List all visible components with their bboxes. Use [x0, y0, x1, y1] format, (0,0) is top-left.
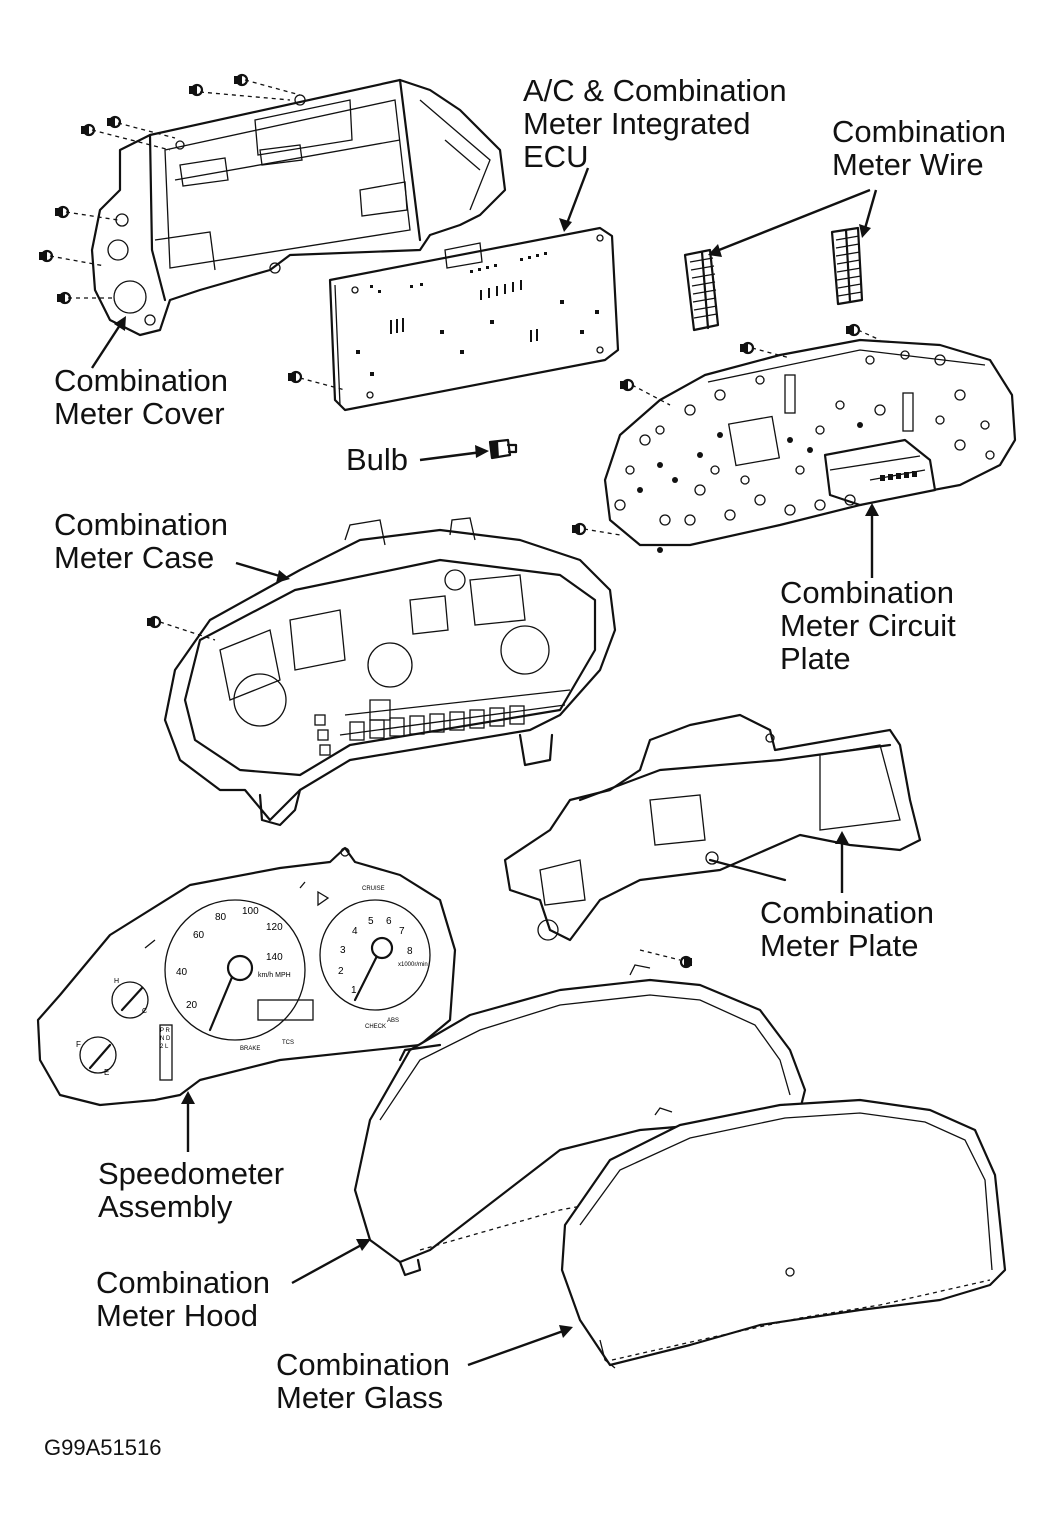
label-meter-case-line1: Combination	[54, 507, 229, 542]
label-meter-plate: Combination Meter Plate	[760, 896, 934, 962]
label-meter-glass-line1: Combination	[276, 1347, 451, 1382]
label-meter-hood-line2: Meter Hood	[96, 1298, 258, 1333]
speedometer-assembly	[36, 846, 457, 1107]
tacho-tick-2: 2	[338, 966, 344, 977]
brake-text: BRAKE	[240, 1046, 261, 1052]
tacho-tick-1: 1	[351, 985, 357, 996]
label-ac-ecu-line2: Meter Integrated	[523, 106, 751, 141]
bulb-part	[488, 438, 518, 460]
speedo-tick-100: 100	[242, 906, 259, 917]
combination-meter-wires	[683, 226, 864, 332]
label-meter-glass: Combination Meter Glass	[276, 1348, 450, 1414]
temp-cold-mark: C	[142, 1008, 148, 1015]
tacho-tick-5: 5	[368, 916, 374, 927]
label-speedometer-line2: Assembly	[98, 1189, 233, 1224]
label-bulb-text: Bulb	[346, 442, 409, 477]
combination-meter-plate	[503, 713, 922, 942]
label-circuit-plate: Combination Meter Circuit Plate	[780, 576, 956, 675]
gear-indicator-text: P R N D 2 L	[160, 1028, 171, 1050]
label-bulb: Bulb	[346, 443, 408, 476]
combination-meter-circuit-plate	[572, 323, 1017, 553]
label-meter-wire-line2: Meter Wire	[832, 147, 984, 182]
combination-meter-cover	[39, 73, 507, 337]
temp-hot-mark: H	[114, 978, 120, 985]
label-meter-plate-line2: Meter Plate	[760, 928, 919, 963]
fuel-full-mark: F	[76, 1040, 81, 1049]
speedo-dial	[164, 899, 314, 1041]
speedo-unit: km/h MPH	[258, 972, 291, 979]
abs-text: ABS	[387, 1018, 400, 1024]
speedo-tick-20: 20	[186, 1000, 198, 1011]
label-meter-hood-line1: Combination	[96, 1265, 271, 1300]
label-meter-case-line2: Meter Case	[54, 540, 215, 575]
figure-code: G99A51516	[44, 1435, 162, 1460]
label-meter-cover-line1: Combination	[54, 363, 229, 398]
speedo-tick-120: 120	[266, 922, 283, 933]
tacho-tick-8: 8	[407, 946, 413, 957]
speedo-tick-60: 60	[193, 930, 205, 941]
label-meter-wire: Combination Meter Wire	[832, 115, 1006, 181]
combination-meter-case	[147, 517, 617, 827]
label-speedometer: Speedometer Assembly	[98, 1157, 284, 1223]
combination-meter-glass	[560, 1098, 1007, 1369]
tacho-unit: x1000r/min	[398, 962, 428, 968]
label-circuit-plate-line3: Plate	[780, 641, 851, 676]
label-ac-ecu-line1: A/C & Combination	[523, 73, 787, 108]
leader-lines	[90, 167, 879, 1367]
check-text: CHECK	[365, 1024, 387, 1030]
tacho-dial	[319, 899, 431, 1011]
label-circuit-plate-line2: Meter Circuit	[780, 608, 956, 643]
label-circuit-plate-line1: Combination	[780, 575, 955, 610]
label-meter-glass-line2: Meter Glass	[276, 1380, 444, 1415]
label-ac-ecu: A/C & Combination Meter Integrated ECU	[523, 74, 787, 173]
label-speedometer-line1: Speedometer	[98, 1156, 285, 1191]
label-meter-case: Combination Meter Case	[54, 508, 228, 574]
fuel-empty-mark: E	[104, 1068, 110, 1077]
speedo-tick-80: 80	[215, 912, 227, 923]
label-meter-wire-line1: Combination	[832, 114, 1007, 149]
tcs-text: TCS	[282, 1040, 294, 1046]
tacho-tick-4: 4	[352, 926, 358, 937]
tacho-tick-3: 3	[340, 945, 346, 956]
ac-combination-meter-ecu	[288, 226, 620, 412]
tacho-tick-6: 6	[386, 916, 392, 927]
cruise-text: CRUISE	[362, 886, 385, 892]
speedo-tick-140: 140	[266, 952, 283, 963]
tacho-tick-7: 7	[399, 926, 405, 937]
label-meter-hood: Combination Meter Hood	[96, 1266, 270, 1332]
label-meter-cover-line2: Meter Cover	[54, 396, 225, 431]
speedo-tick-40: 40	[176, 967, 188, 978]
label-meter-cover: Combination Meter Cover	[54, 364, 228, 430]
label-ac-ecu-line3: ECU	[523, 139, 589, 174]
label-meter-plate-line1: Combination	[760, 895, 935, 930]
combination-meter-hood	[353, 949, 807, 1277]
